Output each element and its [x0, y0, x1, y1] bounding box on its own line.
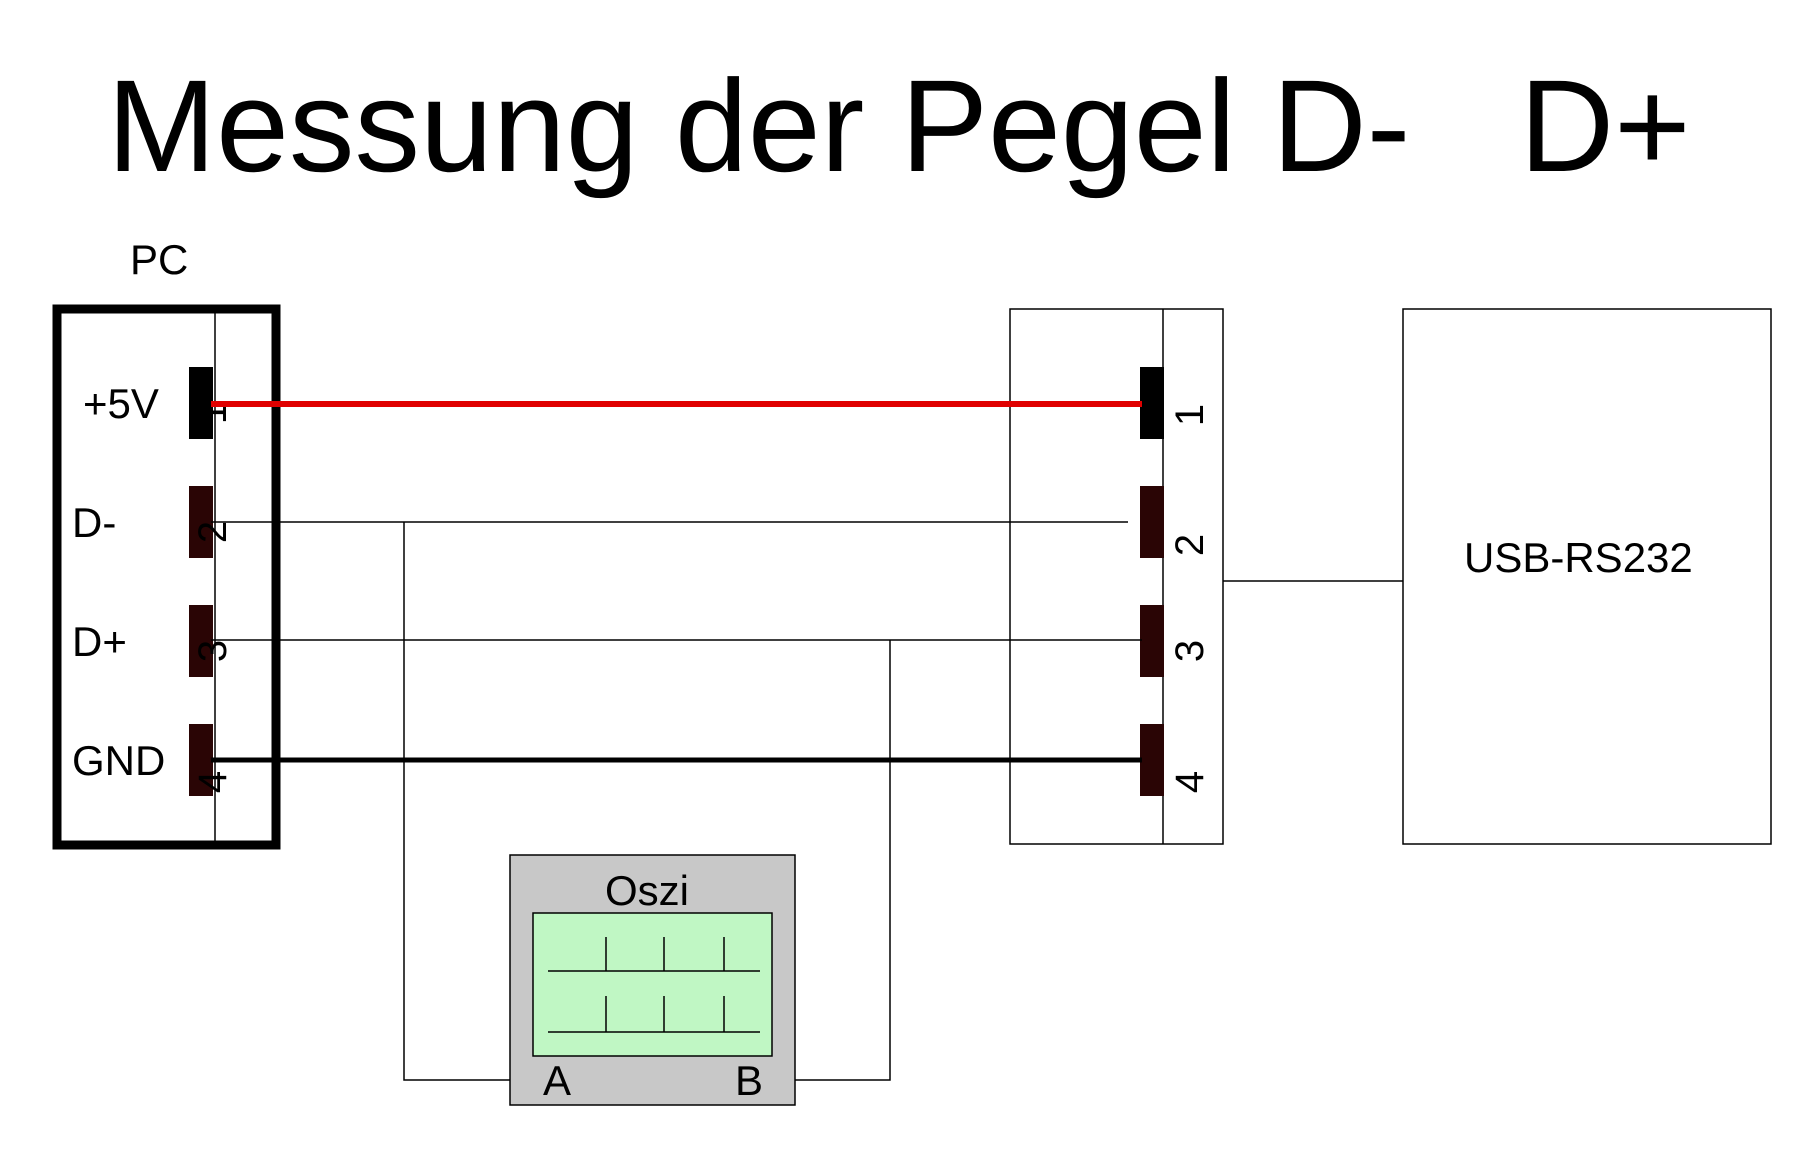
connector-pin-number-1: 1 [1168, 404, 1212, 426]
oscilloscope-grid [548, 937, 760, 1033]
pc-pin-number-1: 1 [191, 402, 235, 424]
pc-pin-2-contact [189, 486, 213, 558]
pc-pin-label-dminus: D- [72, 499, 116, 546]
connector-box [1009, 308, 1224, 845]
oscilloscope [509, 854, 796, 1106]
usb-rs232-box [1402, 308, 1772, 845]
connector-pin-1-contact [1140, 367, 1164, 439]
oscilloscope-input-b: B [735, 1057, 763, 1104]
oscilloscope-screen [532, 912, 773, 1057]
pc-pin-number-3: 3 [191, 640, 235, 662]
pc-pin-4-contact [189, 724, 213, 796]
usb-rs232-label: USB-RS232 [1464, 534, 1693, 581]
pc-pin-3-contact [189, 605, 213, 677]
connector-pin-number-4: 4 [1168, 771, 1212, 793]
pc-pin-label-vcc: +5V [83, 380, 159, 427]
oscilloscope-label: Oszi [605, 867, 689, 914]
pc-pin-1-contact [189, 367, 213, 439]
probe-a-lead [403, 522, 533, 1081]
pc-pin-label-dplus: D+ [72, 618, 127, 665]
connector-pin-4-contact [1140, 724, 1164, 796]
diagram-title: Messung der Pegel D- D+ [107, 52, 1691, 199]
connector-pin-number-3: 3 [1168, 640, 1212, 662]
pc-pin-label-gnd: GND [72, 737, 165, 784]
oscilloscope-input-a: A [543, 1057, 571, 1104]
pc-box [52, 304, 281, 850]
connector-pin-2-contact [1140, 486, 1164, 558]
pc-pin-number-2: 2 [191, 521, 235, 543]
pc-label: PC [130, 236, 188, 283]
connector-pin-3-contact [1140, 605, 1164, 677]
pc-pin-number-4: 4 [191, 771, 235, 793]
probe-b-lead [772, 640, 891, 1081]
connector-pin-number-2: 2 [1168, 534, 1212, 556]
